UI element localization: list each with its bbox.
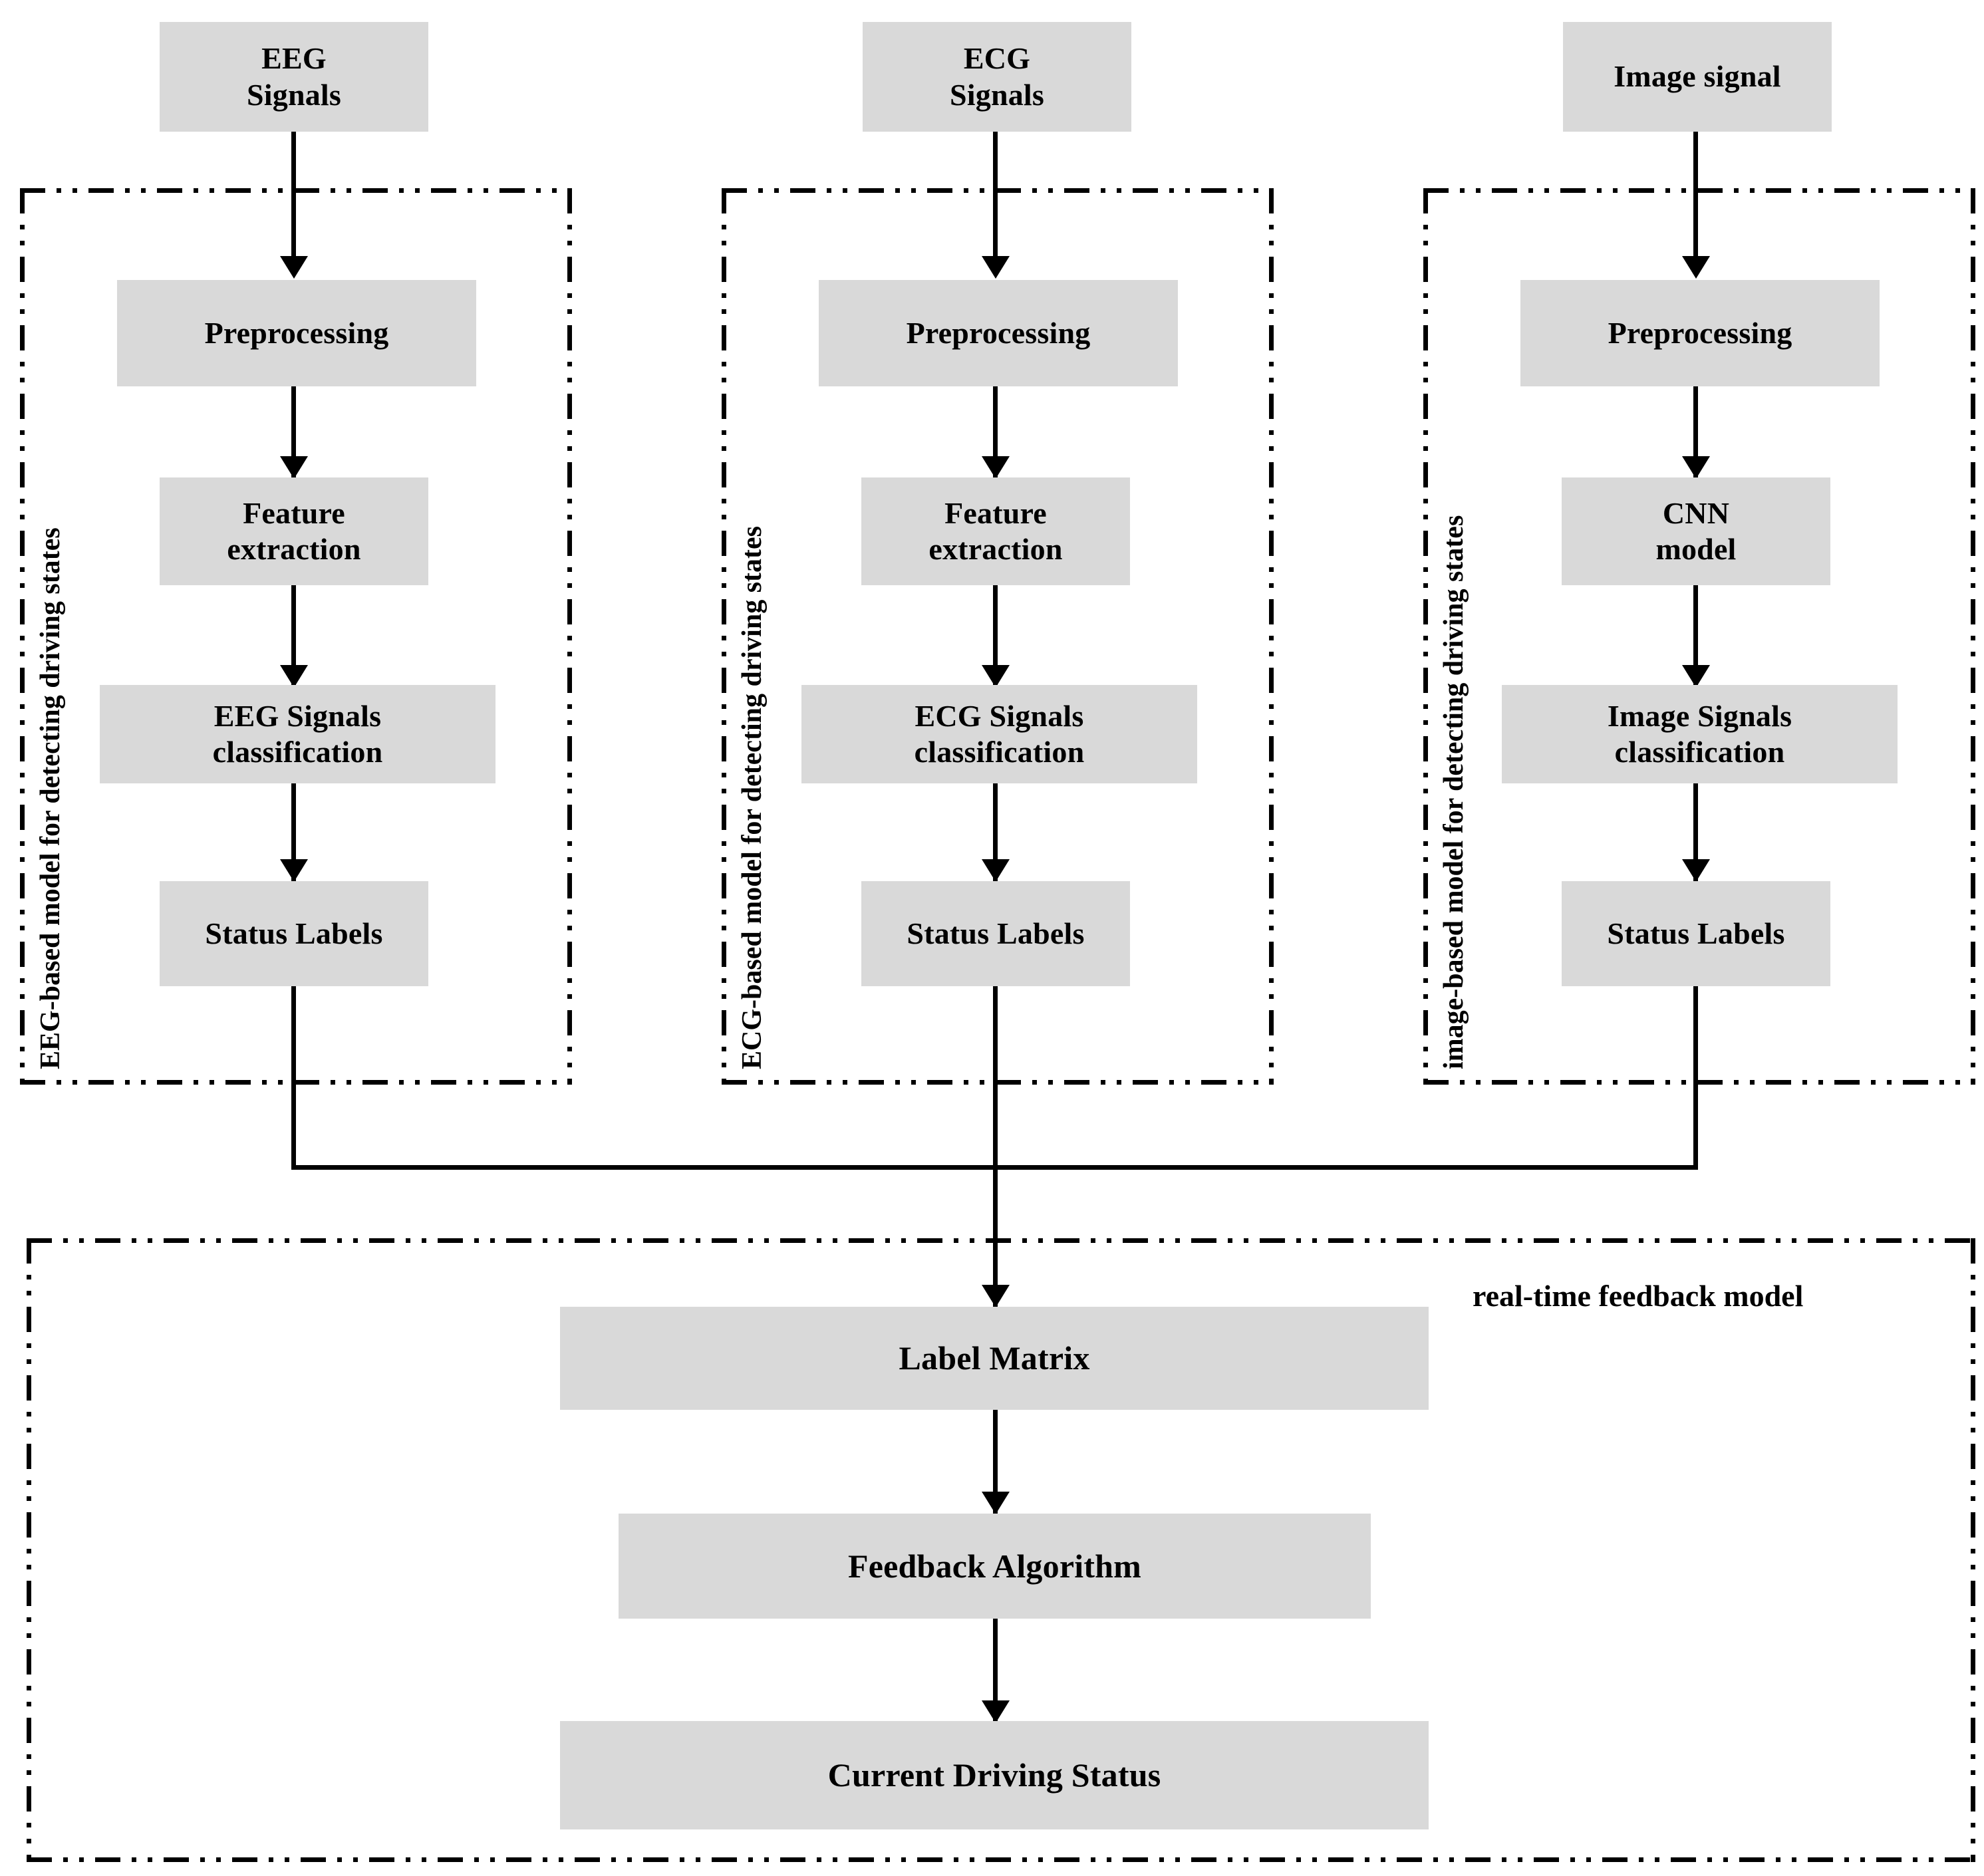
arrowhead-image-1 [1682,256,1710,279]
panel-ecg-edge-bottom [722,1080,1274,1085]
arrowhead-image-4 [1682,859,1710,882]
connector-eeg-status-to-bus [291,986,296,1170]
panel-feedback-edge-right [1971,1238,1975,1862]
panel-feedback-edge-bottom [27,1857,1975,1862]
panel-feedback-edge-left [27,1238,31,1862]
arrowhead-ecg-3 [982,665,1010,688]
connector-ecg-feature-to-classification [993,585,998,688]
connector-eeg-feature-to-classification [291,585,296,688]
node-feedback-algorithm: Feedback Algorithm [619,1514,1371,1619]
node-ecg-classification: ECG Signals classification [801,685,1197,783]
arrowhead-image-3 [1682,665,1710,688]
panel-eeg-edge-top [20,188,572,193]
connector-bus-to-label-matrix [993,1165,998,1308]
connector-ecg-preprocessing-to-feature [993,386,998,479]
panel-image-edge-bottom [1423,1080,1975,1085]
connector-image-preprocessing-to-cnn [1693,386,1698,479]
connector-image-classification-to-status [1693,783,1698,883]
node-image-classification: Image Signals classification [1502,685,1898,783]
node-label-matrix: Label Matrix [560,1307,1429,1410]
node-eeg-feature-extraction: Feature extraction [160,477,428,585]
connector-image-cnn-to-classification [1693,585,1698,688]
node-image-cnn-model: CNN model [1562,477,1830,585]
node-eeg-preprocessing: Preprocessing [117,280,476,386]
connector-label-matrix-to-feedback-algorithm [993,1410,998,1516]
panel-ecg-edge-left [722,188,726,1085]
arrowhead-image-2 [1682,456,1710,479]
connector-eeg-classification-to-status [291,783,296,883]
connector-eeg-preprocessing-to-feature [291,386,296,479]
arrowhead-ecg-4 [982,859,1010,882]
arrowhead-current-status [982,1700,1010,1723]
connector-feedback-algorithm-to-status [993,1619,998,1725]
connector-image-status-to-bus [1693,986,1698,1170]
panel-image-edge-top [1423,188,1975,193]
arrowhead-eeg-1 [280,256,308,279]
connector-ecg-source-to-preprocessing [993,132,998,258]
node-current-driving-status: Current Driving Status [560,1721,1429,1829]
node-ecg-source: ECG Signals [863,22,1131,132]
node-image-status-labels: Status Labels [1562,881,1830,986]
arrowhead-feedback-algorithm [982,1492,1010,1514]
connector-eeg-source-to-preprocessing [291,132,296,258]
connector-ecg-classification-to-status [993,783,998,883]
arrowhead-eeg-3 [280,665,308,688]
panel-feedback-edge-top [27,1238,1975,1243]
panel-eeg-edge-right [567,188,572,1085]
arrowhead-ecg-1 [982,256,1010,279]
arrowhead-eeg-2 [280,456,308,479]
panel-eeg-edge-bottom [20,1080,572,1085]
arrowhead-ecg-2 [982,456,1010,479]
panel-eeg-label: EEG-based model for detecting driving st… [35,527,66,1069]
panel-image-edge-left [1423,188,1428,1085]
node-ecg-status-labels: Status Labels [861,881,1130,986]
panel-ecg-edge-right [1269,188,1274,1085]
panel-image-label: image-based model for detecting driving … [1439,515,1469,1069]
node-image-preprocessing: Preprocessing [1520,280,1880,386]
node-eeg-classification: EEG Signals classification [100,685,496,783]
panel-eeg-edge-left [20,188,25,1085]
node-ecg-feature-extraction: Feature extraction [861,477,1130,585]
panel-feedback-label: real-time feedback model [1473,1279,1804,1313]
panel-image-edge-right [1971,188,1975,1085]
arrowhead-eeg-4 [280,859,308,882]
panel-ecg-edge-top [722,188,1274,193]
arrowhead-label-matrix [982,1285,1010,1307]
node-ecg-preprocessing: Preprocessing [819,280,1178,386]
node-eeg-source: EEG Signals [160,22,428,132]
node-image-source: Image signal [1563,22,1832,132]
connector-image-source-to-preprocessing [1693,132,1698,258]
node-eeg-status-labels: Status Labels [160,881,428,986]
connector-ecg-status-to-bus [993,986,998,1170]
panel-ecg-label: ECG-based model for detecting driving st… [737,525,768,1069]
